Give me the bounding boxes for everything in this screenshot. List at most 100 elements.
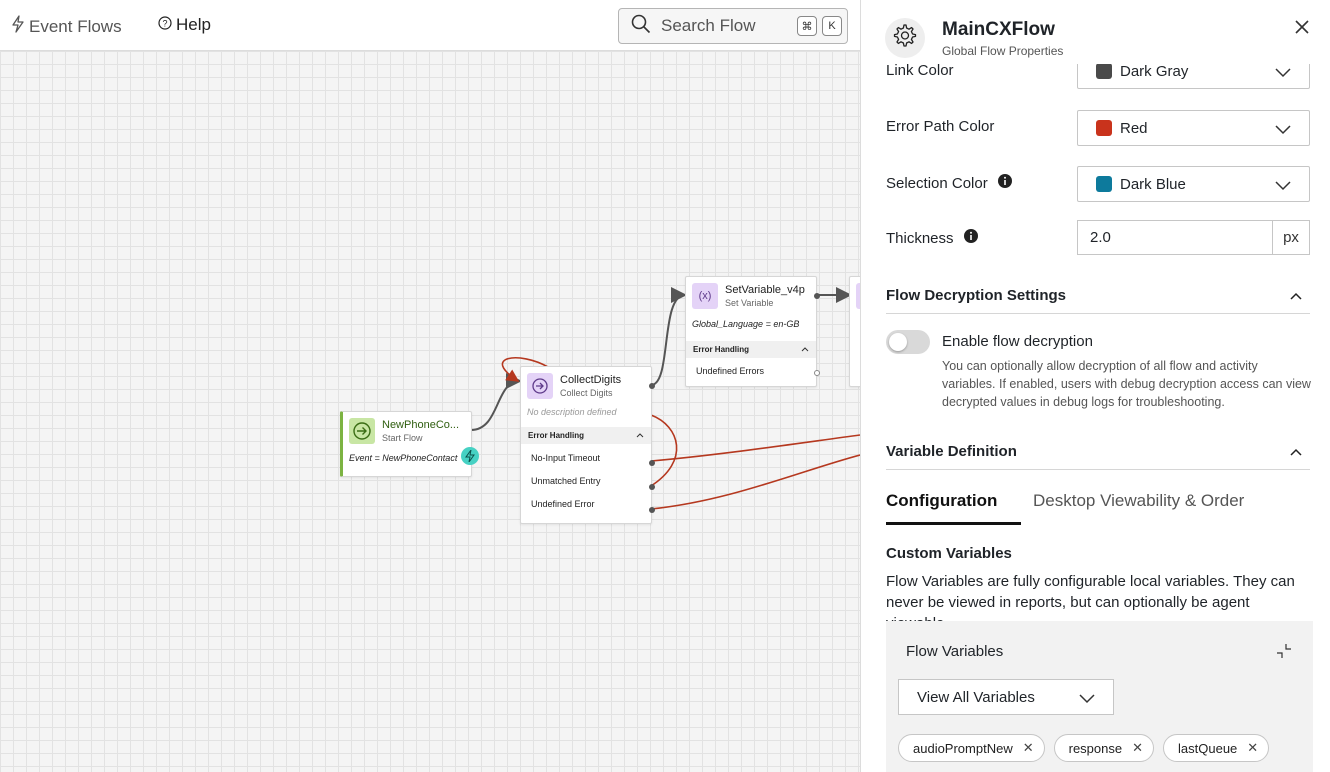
panel-header: MainCXFlow Global Flow Properties (861, 0, 1330, 64)
node-subtitle: Set Variable (725, 298, 774, 308)
selection-color-label: Selection Color (886, 174, 1012, 192)
error-handling-label: Error Handling (693, 345, 750, 354)
chevron-up-icon (636, 431, 644, 440)
decryption-toggle-label: Enable flow decryption (942, 333, 1093, 350)
search-placeholder: Search Flow (661, 16, 756, 35)
custom-variables-text: Flow Variables are fully configurable lo… (886, 573, 1295, 632)
error-port-undefined[interactable] (814, 370, 820, 376)
error-link-loop (501, 357, 549, 382)
error-row-unmatched[interactable]: Unmatched Entry (531, 476, 601, 486)
selection-color-label-text: Selection Color (886, 174, 988, 192)
error-row-undefined[interactable]: Undefined Errors (696, 366, 765, 376)
decryption-toggle[interactable] (886, 330, 930, 354)
active-tab-indicator (886, 522, 1021, 525)
node-description: Global_Language = en-GB (692, 319, 800, 329)
svg-text:?: ? (162, 19, 167, 29)
link-color-swatch (1096, 63, 1112, 79)
collect-digits-node[interactable]: CollectDigits Collect Digits No descript… (520, 366, 655, 524)
node-event: Event = NewPhoneContact (349, 453, 458, 463)
search-icon (631, 14, 651, 39)
event-trigger-icon (461, 447, 479, 465)
info-icon[interactable] (997, 174, 1012, 192)
chip-label: lastQueue (1178, 740, 1238, 756)
help-icon: ? (158, 15, 176, 35)
chevron-down-icon (1079, 691, 1095, 708)
variable-chip[interactable]: lastQueue ✕ (1163, 734, 1270, 762)
start-flow-node[interactable]: NewPhoneCo... Start Flow Event = NewPhon… (340, 411, 479, 477)
error-path-color-label-text: Error Path Color (886, 118, 995, 135)
variable-definition-header[interactable]: Variable Definition (886, 434, 1310, 470)
chevron-up-icon (1290, 287, 1302, 304)
thickness-unit: px (1272, 220, 1310, 255)
chevron-down-icon (1275, 178, 1291, 195)
collect-digits-icon (527, 373, 553, 399)
node-subtitle: Collect Digits (560, 388, 613, 398)
shortcut-k-key: K (822, 16, 842, 36)
remove-icon[interactable]: ✕ (1132, 740, 1144, 755)
shortcut-cmd-key: ⌘ (797, 16, 817, 36)
toggle-knob (889, 333, 907, 351)
remove-icon[interactable]: ✕ (1022, 740, 1034, 755)
node-description: No description defined (527, 407, 617, 417)
variable-definition-title: Variable Definition (886, 443, 1017, 460)
variable-tabs: Configuration Desktop Viewability & Orde… (886, 485, 1310, 526)
chip-label: audioPromptNew (913, 740, 1013, 756)
collapse-icon[interactable] (1276, 643, 1292, 664)
link-start-to-collect (470, 373, 522, 431)
event-flows-label: Event Flows (29, 16, 122, 36)
error-link-undefined (650, 454, 860, 510)
error-handling-header[interactable]: Error Handling (521, 427, 651, 444)
tab-configuration[interactable]: Configuration (886, 491, 998, 510)
error-link-unmatched (650, 414, 678, 487)
selection-color-value: Dark Blue (1120, 175, 1186, 193)
selection-color-swatch (1096, 176, 1112, 192)
decryption-section-title: Flow Decryption Settings (886, 287, 1067, 304)
settings-avatar (885, 18, 925, 58)
error-row-no-input[interactable]: No-Input Timeout (531, 453, 601, 463)
error-port-no-input[interactable] (649, 460, 655, 466)
output-port[interactable] (814, 293, 820, 299)
thickness-label-text: Thickness (886, 229, 954, 247)
help-label: Help (176, 15, 211, 34)
error-handling-label: Error Handling (528, 431, 585, 440)
close-icon[interactable] (1291, 16, 1313, 38)
lightning-icon (11, 15, 29, 38)
link-color-label-text: Link Color (886, 62, 954, 79)
variable-chip[interactable]: response ✕ (1053, 734, 1155, 762)
panel-title: MainCXFlow (942, 19, 1055, 40)
error-handling-header[interactable]: Error Handling (686, 341, 816, 358)
flow-canvas[interactable]: NewPhoneCo... Start Flow Event = NewPhon… (0, 51, 860, 772)
error-port-undefined[interactable] (649, 507, 655, 513)
link-collect-to-setvar (650, 287, 687, 386)
error-path-color-label: Error Path Color (886, 118, 994, 135)
panel-subtitle: Global Flow Properties (942, 44, 1064, 58)
selection-color-select[interactable]: Dark Blue (1077, 166, 1310, 202)
thickness-input[interactable]: 2.0 (1077, 220, 1273, 255)
error-port-unmatched[interactable] (649, 484, 655, 490)
tab-desktop-viewability[interactable]: Desktop Viewability & Order (1033, 491, 1245, 510)
event-flows-link[interactable]: Event Flows (11, 15, 122, 38)
remove-icon[interactable]: ✕ (1247, 740, 1259, 755)
set-variable-node[interactable]: (x) SetVariable_v4p Set Variable Global_… (685, 276, 820, 387)
chevron-down-icon (1275, 65, 1291, 82)
info-icon[interactable] (963, 229, 978, 247)
error-row-undefined[interactable]: Undefined Error (531, 499, 595, 509)
decryption-section-header[interactable]: Flow Decryption Settings (886, 278, 1310, 314)
output-port[interactable] (649, 383, 655, 389)
variables-filter-select[interactable]: View All Variables (898, 679, 1114, 715)
error-path-color-select[interactable]: Red (1077, 110, 1310, 146)
custom-variables-title: Custom Variables (886, 545, 1012, 562)
node-title: NewPhoneCo... (382, 419, 460, 431)
variable-icon: (x) (692, 283, 718, 309)
canvas-toolbar: Event Flows ? Help Search Flow ⌘ K (0, 0, 860, 51)
variables-filter-value: View All Variables (917, 688, 1035, 706)
chevron-up-icon (801, 345, 809, 354)
help-link[interactable]: ? Help (158, 15, 211, 35)
next-node-partial[interactable] (849, 276, 860, 387)
link-color-label: Link Color (886, 62, 954, 79)
error-path-color-swatch (1096, 120, 1112, 136)
gear-icon (893, 23, 917, 53)
search-flow-input[interactable]: Search Flow ⌘ K (618, 8, 848, 44)
variable-chip[interactable]: audioPromptNew ✕ (898, 734, 1045, 762)
chip-label: response (1068, 740, 1123, 756)
